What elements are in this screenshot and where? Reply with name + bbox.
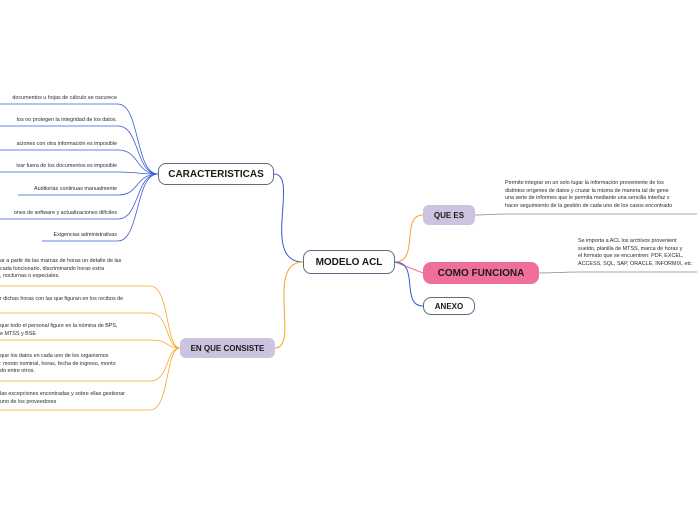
subtopic-como-funciona[interactable]: Se importa a ACL los archivos provenient…: [578, 238, 692, 268]
subtopic-caracteristicas[interactable]: Exigencias administrativas: [53, 232, 117, 238]
subtopic-line: r dichas horas con las que figuran en lo…: [0, 296, 124, 302]
topic-caracteristicas[interactable]: CARACTERISTICAS: [158, 163, 274, 185]
topic-como-funciona[interactable]: COMO FUNCIONA: [423, 262, 539, 284]
subtopic-line: ar a partir de las marcas de horas un de…: [0, 258, 122, 264]
subtopic-line: sueldo, planilla de MTSS, marca de horas…: [578, 245, 683, 252]
subtopic-caracteristicas[interactable]: tos no protegen la integridad de los dat…: [16, 117, 117, 123]
subtopic-en-que-consiste[interactable]: ar a partir de las marcas de horas un de…: [0, 258, 121, 281]
subtopic-line: distintos orígenes de datos y cruzar la …: [505, 187, 669, 194]
subtopic-caracteristicas[interactable]: documentos u hojas de cálculo se oscurec…: [12, 95, 117, 101]
subtopic-line: Se importa a ACL los archivos provenient: [578, 238, 677, 244]
topic-que-es-label: QUE ES: [433, 210, 465, 220]
subtopic-line: las excepciones encontradas y sobre ella…: [0, 391, 125, 397]
subtopic-caracteristicas[interactable]: aciones con otra información es imposibl…: [16, 141, 117, 147]
subtopic-line: uno de los proveedores: [0, 398, 57, 405]
subtopic-line: : monto nominal, horas, fecha de ingreso…: [0, 360, 116, 367]
subtopic-line: ACCESS, SQL, SAP, ORACLE, INFORMIX, etc: [578, 260, 692, 267]
topic-en-que-consiste-label: EN QUE CONSISTE: [190, 343, 265, 353]
topic-anexo-label: ANEXO: [434, 301, 464, 311]
subtopic-line: Permite integrar en un solo lugar la inf…: [505, 180, 664, 186]
subtopic-en-que-consiste[interactable]: las excepciones encontradas y sobre ella…: [0, 391, 125, 406]
subtopic-line: el formato que se encuentren: PDF, EXCEL…: [578, 253, 684, 260]
subtopic-en-que-consiste[interactable]: que todo el personal figure en la nómina…: [0, 323, 117, 338]
subtopic-line: hacer seguimiento de la gestión de cada …: [505, 202, 673, 209]
subtopic-que-es[interactable]: Permite integrar en un solo lugar la inf…: [505, 180, 672, 210]
subtopic-line: cada funcionario, discriminando horas ex…: [0, 265, 105, 272]
central-topic-label: MODELO ACL: [315, 256, 383, 268]
topic-en-que-consiste[interactable]: EN QUE CONSISTE: [180, 338, 275, 358]
subtopic-en-que-consiste[interactable]: r dichas horas con las que figuran en lo…: [0, 296, 123, 304]
central-topic[interactable]: MODELO ACL: [303, 250, 395, 274]
subtopic-line: una serie de informes que le permita med…: [505, 195, 670, 202]
subtopic-caracteristicas[interactable]: Auditorías continuas manualmente: [33, 186, 117, 192]
subtopic-line: do entre otros.: [0, 368, 35, 375]
topic-como-funciona-label: COMO FUNCIONA: [437, 267, 525, 279]
subtopic-caracteristicas[interactable]: ivar fuera de los documentos es imposibl…: [16, 163, 117, 169]
subtopic-caracteristicas[interactable]: ones de software y actualizaciones difíc…: [13, 210, 117, 216]
subtopic-line: que los datos en cada uno de los organis…: [0, 353, 109, 359]
topic-caracteristicas-label: CARACTERISTICAS: [168, 168, 264, 180]
subtopic-en-que-consiste[interactable]: que los datos en cada uno de los organis…: [0, 353, 116, 376]
topic-anexo[interactable]: ANEXO: [423, 297, 475, 315]
subtopic-line: e MTSS y BSE: [0, 330, 36, 337]
subtopic-line: que todo el personal figure en la nómina…: [0, 323, 118, 329]
topic-que-es[interactable]: QUE ES: [423, 205, 475, 225]
subtopic-line: , nocturnas o especiales.: [0, 273, 60, 280]
